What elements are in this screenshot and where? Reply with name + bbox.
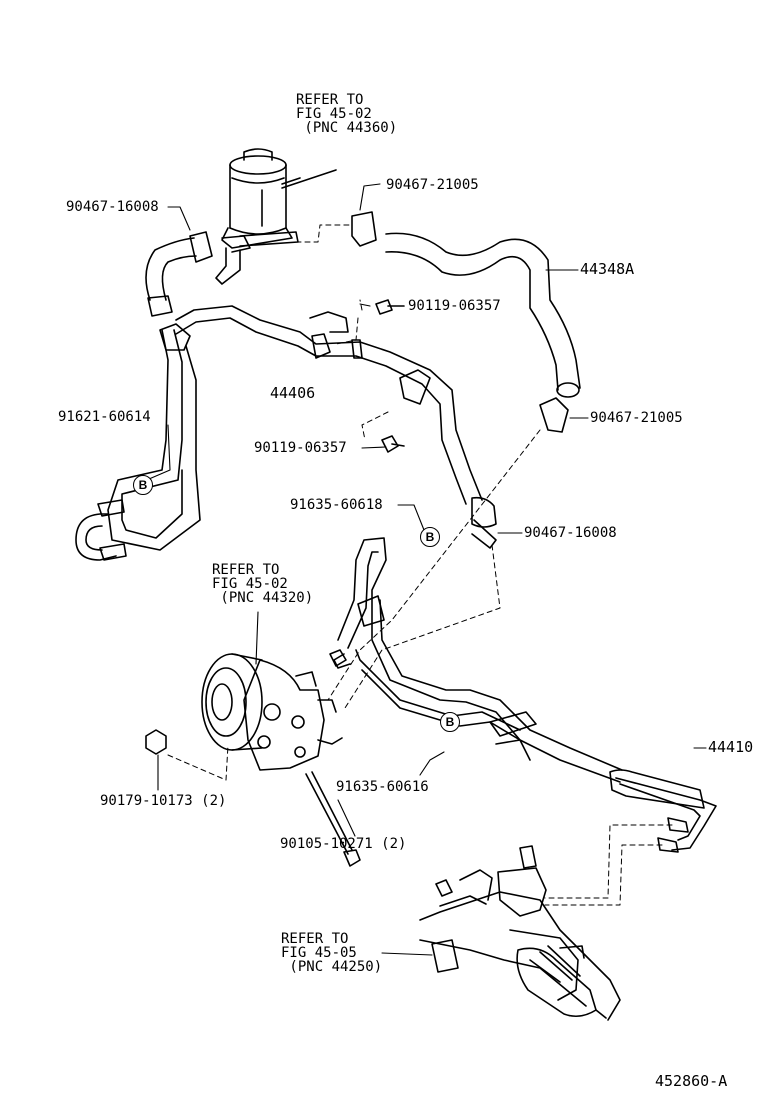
leader-lines [134, 183, 707, 956]
pump-drawing [201, 649, 347, 771]
diagram-code: 452860-A [655, 1072, 728, 1090]
part-number-return-tube[interactable]: 44410 [708, 738, 754, 756]
return-hose-drawing [351, 211, 581, 433]
part-number-bolt-b[interactable]: 90119-06357 [254, 440, 347, 456]
part-number-bolt-a[interactable]: 90119-06357 [408, 298, 501, 314]
part-number-clamp-f[interactable]: 90467-16008 [524, 525, 617, 541]
reservoir-refer-line3: (PNC 44360) [296, 120, 398, 136]
gear-refer-line1: REFER TO [281, 931, 349, 947]
part-number-clamp-e[interactable]: 91635-60618 [290, 497, 383, 513]
reservoir-drawing [215, 148, 337, 285]
reservoir-refer-line2: FIG 45-02 [296, 106, 372, 122]
return-tube-drawing [333, 537, 717, 853]
part-number-clamp-d[interactable]: 90467-21005 [590, 410, 683, 426]
pump-refer-line1: REFER TO [212, 562, 280, 578]
steering-gear-drawing [419, 845, 621, 1021]
pressure-tube-drawing [75, 305, 497, 561]
badge-b-lower: B [440, 712, 460, 732]
left-hose-drawing [145, 231, 251, 317]
part-number-clamp-g[interactable]: 91635-60616 [336, 779, 429, 795]
part-number-nut[interactable]: 90179-10173 (2) [100, 793, 227, 809]
part-number-clamp-c[interactable]: 91621-60614 [58, 409, 151, 425]
fasteners-drawing [145, 299, 405, 867]
part-number-clamp-b[interactable]: 90467-21005 [386, 177, 479, 193]
part-number-return-hose[interactable]: 44348A [580, 260, 635, 278]
part-number-pressure-tube[interactable]: 44406 [270, 384, 316, 402]
pump-refer-line3: (PNC 44320) [212, 590, 314, 606]
part-number-clamp-a[interactable]: 90467-16008 [66, 199, 159, 215]
badge-b-upper: B [420, 527, 440, 547]
reservoir-refer-line1: REFER TO [296, 92, 364, 108]
badge-b-left: B [133, 475, 153, 495]
pump-refer-line2: FIG 45-02 [212, 576, 288, 592]
gear-refer-line3: (PNC 44250) [281, 959, 383, 975]
part-number-bolt-c[interactable]: 90105-10271 (2) [280, 836, 407, 852]
gear-refer-line2: FIG 45-05 [281, 945, 357, 961]
dashed-guides [167, 224, 673, 906]
